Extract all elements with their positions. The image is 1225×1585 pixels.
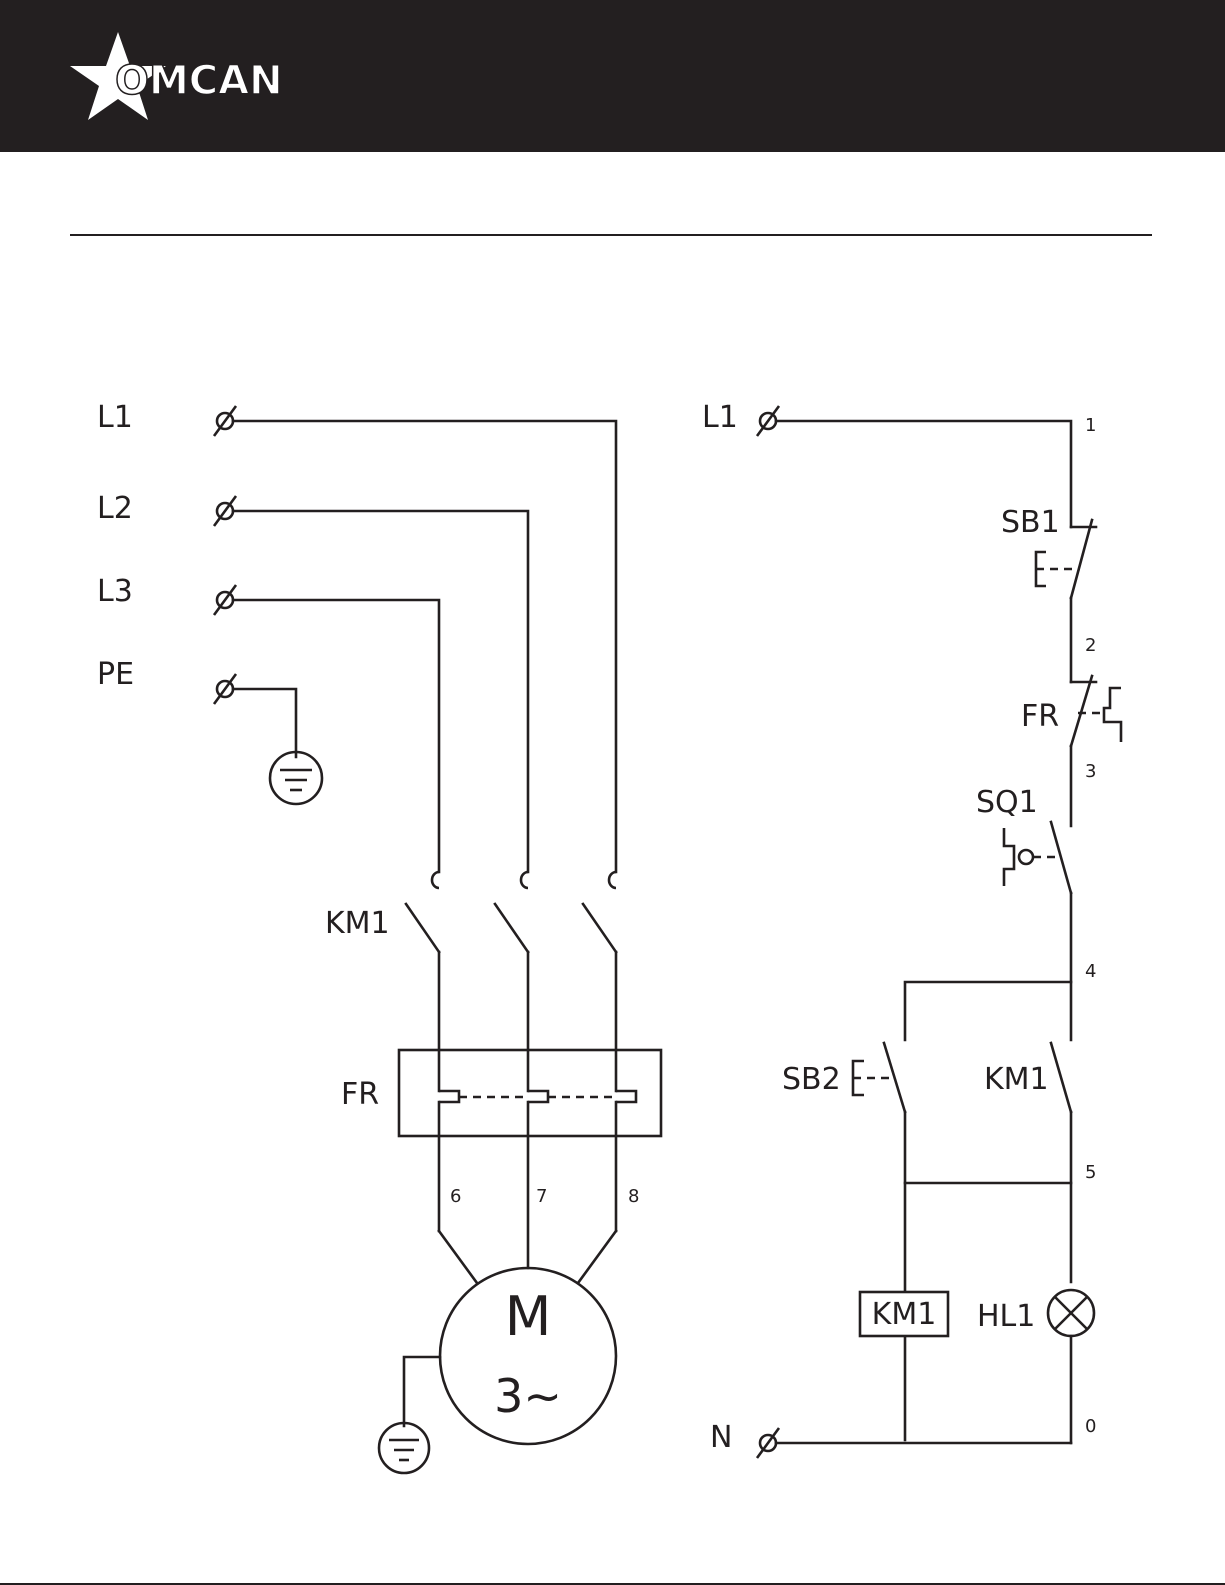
contactor-km1-aux-contact: [1051, 1043, 1071, 1282]
wire-number-8: 8: [628, 1186, 639, 1207]
component-label-sb1: SB1: [1001, 505, 1060, 540]
motor-lead-8: [578, 1231, 616, 1283]
limit-switch-sq1: [1004, 822, 1071, 1040]
motor-phase: 3~: [494, 1369, 562, 1423]
wire-l2: [233, 511, 528, 872]
component-label-km1-contact: KM1: [984, 1062, 1049, 1097]
contactor-km1-coil: KM1: [860, 1292, 948, 1336]
node-number-2: 2: [1085, 635, 1096, 656]
component-label-km1-coil: KM1: [872, 1297, 937, 1332]
stop-pushbutton-sb1: [1036, 520, 1096, 682]
component-label-fr: FR: [1021, 699, 1059, 734]
motor-lead-6: [439, 1231, 477, 1283]
ground-icon-pe: [270, 752, 322, 804]
start-pushbutton-sb2: [853, 1043, 905, 1440]
contactor-label-km1: KM1: [325, 906, 390, 941]
overload-fr-elements: [439, 1091, 636, 1268]
ground-icon-motor: [379, 1423, 429, 1473]
node-number-3: 3: [1085, 761, 1096, 782]
terminal-label-pe: PE: [97, 657, 134, 692]
wire-motor-ground: [404, 1357, 440, 1426]
component-label-sq1: SQ1: [976, 785, 1038, 820]
terminal-label-l2: L2: [97, 491, 133, 526]
terminal-label-l3: L3: [97, 574, 133, 609]
wire-node-4: [905, 982, 1071, 1040]
wire-number-7: 7: [536, 1186, 547, 1207]
overload-label-fr: FR: [341, 1077, 379, 1112]
component-label-sb2: SB2: [782, 1062, 841, 1097]
wire-pe: [233, 689, 296, 757]
contactor-km1-main-contacts: [406, 872, 616, 1091]
node-number-4: 4: [1085, 961, 1096, 982]
terminal-label-l1: L1: [97, 400, 133, 435]
node-number-5: 5: [1085, 1162, 1096, 1183]
control-supply-label-l1: L1: [702, 400, 738, 435]
wire-l3: [233, 600, 439, 872]
component-label-hl1: HL1: [977, 1299, 1035, 1334]
overload-contact-fr: [1071, 676, 1121, 826]
motor-icon: M 3~: [440, 1268, 616, 1444]
node-number-1: 1: [1085, 415, 1096, 436]
node-number-0: 0: [1085, 1416, 1096, 1437]
wire-number-6: 6: [450, 1186, 461, 1207]
motor-symbol: M: [505, 1285, 552, 1348]
control-neutral-label-n: N: [710, 1420, 732, 1455]
